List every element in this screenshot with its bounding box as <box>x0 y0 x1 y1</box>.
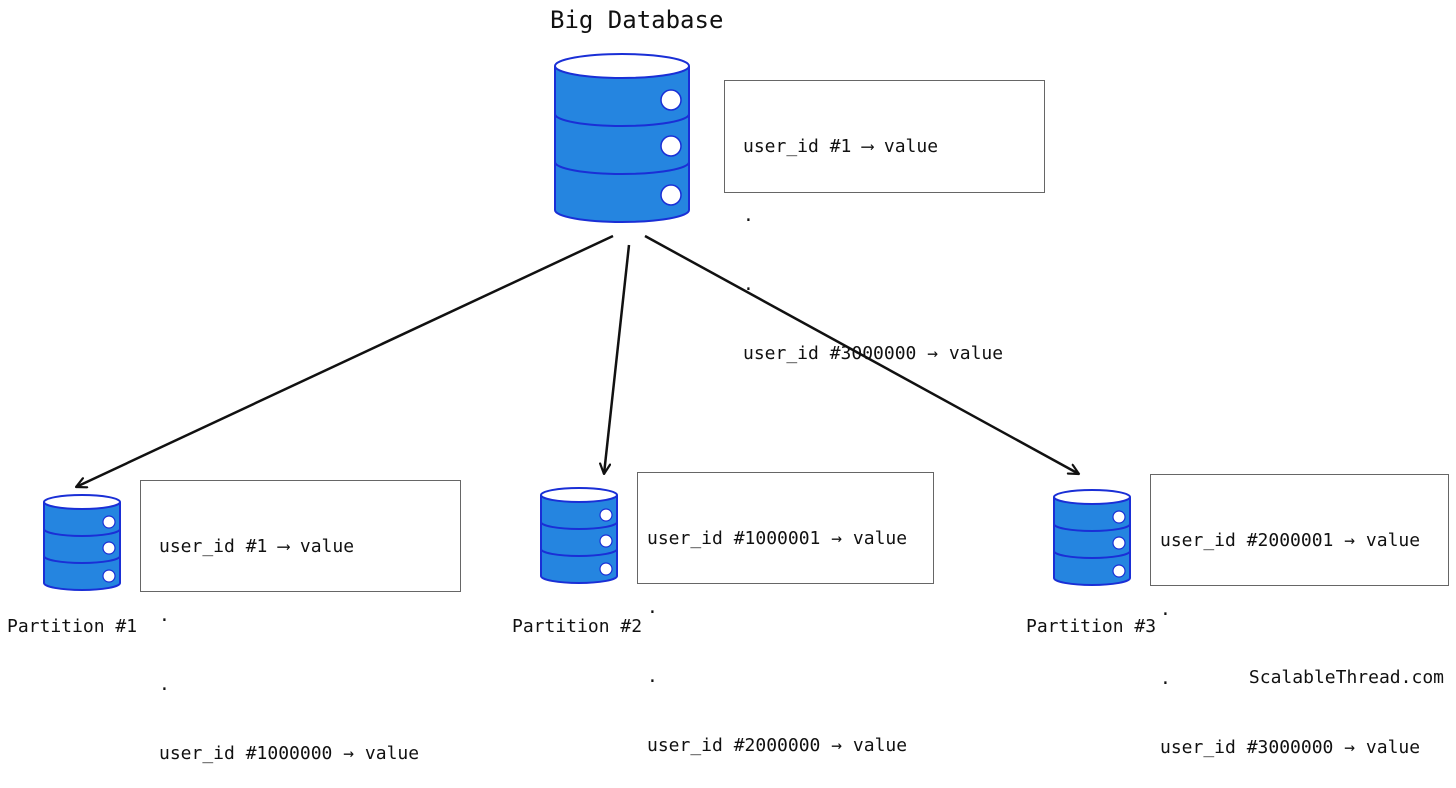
key-range-row: user_id #3000000 → value <box>1160 737 1421 758</box>
partition-1-key-range-box: user_id #1 ⟶ value . . user_id #1000000 … <box>140 480 461 764</box>
big-database-key-range-box: user_id #1 ⟶ value . . user_id #3000000 … <box>724 80 1045 364</box>
key-range-row: user_id #1 ⟶ value <box>159 536 355 557</box>
partition-1-database-icon <box>43 494 121 591</box>
partition-3-label: Partition #3 <box>1026 616 1157 637</box>
key-range-row: user_id #1000001 → value <box>647 528 908 549</box>
key-range-row: . <box>647 666 658 687</box>
partition-3-database-icon <box>1053 489 1131 586</box>
key-range-row: . <box>743 205 754 226</box>
partition-3-key-range-box: user_id #2000001 → value . . user_id #30… <box>1150 474 1449 758</box>
arrow-to-partition-1 <box>76 234 614 487</box>
key-range-row: user_id #1 ⟶ value <box>743 136 939 157</box>
key-range-row: user_id #2000001 → value <box>1160 530 1421 551</box>
site-watermark: ScalableThread.com <box>1248 667 1444 688</box>
arrow-to-partition-2 <box>604 244 631 474</box>
key-range-row: . <box>159 605 170 626</box>
arrows-layer <box>0 234 1456 694</box>
big-database-icon <box>554 53 690 223</box>
key-range-row: user_id #2000000 → value <box>647 735 908 756</box>
partition-2-key-range-box: user_id #1000001 → value . . user_id #20… <box>637 472 934 756</box>
key-range-row: . <box>1160 599 1171 620</box>
key-range-row: user_id #1000000 → value <box>159 743 420 764</box>
key-range-row: . <box>743 274 754 295</box>
partition-1-label: Partition #1 <box>7 616 138 637</box>
key-range-row: . <box>647 597 658 618</box>
arrow-to-partition-3 <box>644 234 1079 474</box>
key-range-row: user_id #3000000 → value <box>743 343 1004 364</box>
big-database-title: Big Database <box>550 6 724 34</box>
partition-2-label: Partition #2 <box>512 616 643 637</box>
key-range-row: . <box>159 674 170 695</box>
partition-2-database-icon <box>540 487 618 584</box>
key-range-row: . <box>1160 668 1171 689</box>
